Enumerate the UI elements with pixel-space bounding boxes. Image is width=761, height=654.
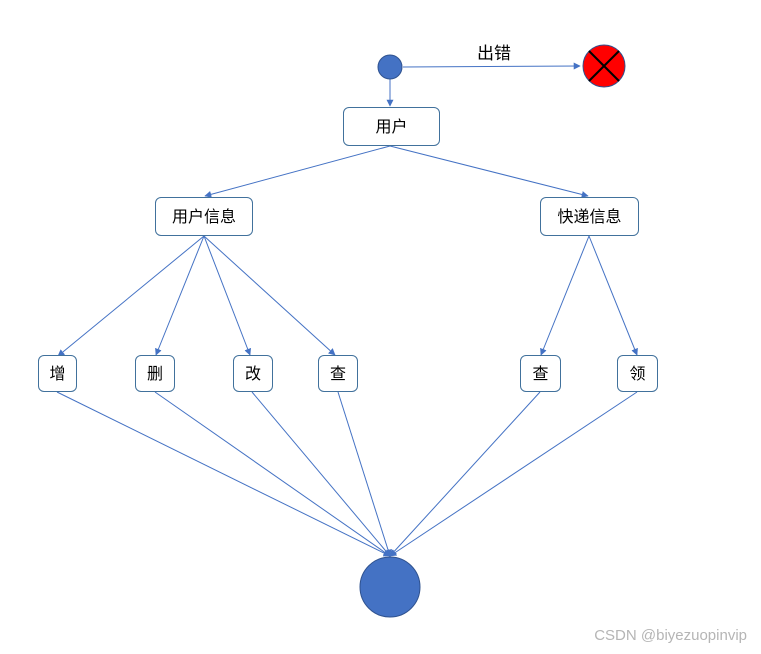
node-delete-label: 删: [146, 363, 163, 383]
edge-start-to-error: [402, 62, 581, 70]
node-delete[interactable]: 删: [135, 355, 175, 392]
error-node: [582, 44, 626, 88]
end-node: [359, 556, 421, 618]
node-modify[interactable]: 改: [233, 355, 273, 392]
edge-user-info-to-query: [203, 235, 336, 356]
edge-user-to-user-info: [204, 145, 391, 198]
edge-express-info-to-query: [540, 235, 590, 356]
error-edge-label: 出错: [477, 44, 511, 64]
edge-query-express-to-end: [389, 391, 541, 557]
node-user-info-label: 用户信息: [171, 206, 236, 226]
node-query-user[interactable]: 查: [318, 355, 358, 392]
edge-claim-to-end: [389, 391, 638, 557]
node-claim[interactable]: 领: [617, 355, 658, 392]
node-query-user-label: 查: [329, 363, 346, 383]
edges: [56, 62, 638, 557]
edge-modify-to-end: [251, 391, 391, 557]
node-user-info[interactable]: 用户信息: [155, 197, 253, 236]
node-add-label: 增: [49, 363, 66, 383]
node-modify-label: 改: [244, 363, 261, 383]
error-cross-line-2: [588, 50, 620, 82]
node-add[interactable]: 增: [38, 355, 77, 392]
edge-user-info-to-add: [57, 235, 205, 357]
node-claim-label: 领: [629, 363, 646, 383]
edge-user-to-express-info: [389, 145, 589, 198]
node-query-express-label: 查: [532, 363, 549, 383]
edge-delete-to-end: [154, 391, 391, 557]
node-query-express[interactable]: 查: [520, 355, 561, 392]
node-user[interactable]: 用户: [343, 107, 440, 146]
node-express-info-label: 快递信息: [557, 206, 622, 226]
edge-add-to-end: [56, 391, 391, 557]
edge-user-info-to-delete: [155, 235, 205, 356]
edge-query-user-to-end: [337, 391, 392, 557]
start-node: [377, 54, 403, 80]
node-user-label: 用户: [375, 116, 408, 136]
edge-user-info-to-modify: [203, 235, 251, 356]
edge-express-info-to-claim: [588, 235, 638, 356]
watermark: CSDN @biyezuopinvip: [594, 627, 747, 644]
node-express-info[interactable]: 快递信息: [540, 197, 639, 236]
